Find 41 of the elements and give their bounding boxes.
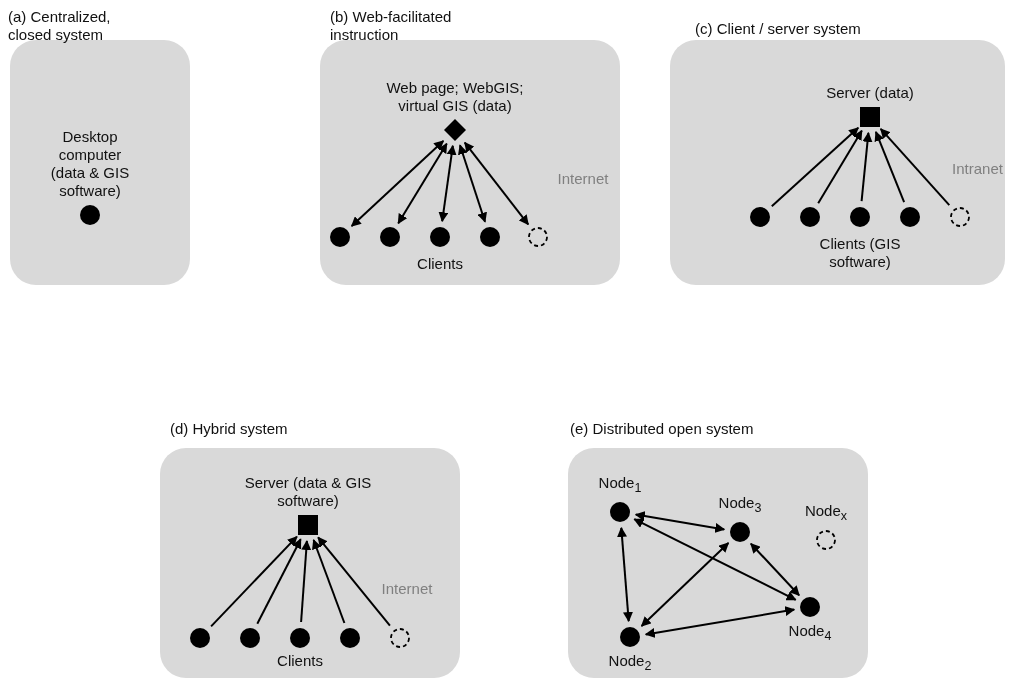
arrow: [633, 518, 797, 601]
arrow: [879, 127, 951, 207]
arrow: [256, 538, 302, 625]
arrow: [617, 526, 633, 623]
arrow: [463, 141, 530, 226]
panel-heading: (b) Web-facilitated instruction: [330, 8, 453, 44]
arrow: [644, 606, 796, 638]
network-label: Intranet: [951, 160, 1004, 178]
arrow: [317, 536, 391, 627]
arrow: [210, 535, 298, 628]
panel-heading: (d) Hybrid system: [170, 420, 289, 438]
arrow: [770, 126, 860, 208]
network-label: Internet: [556, 170, 610, 188]
group-label: Clients: [416, 255, 464, 273]
arrow: [749, 542, 801, 597]
node-label: Server (data & GIS software): [243, 474, 373, 510]
arrow: [397, 142, 448, 225]
arrow: [458, 144, 487, 223]
node-label: Web page; WebGIS; virtual GIS (data): [385, 79, 525, 115]
node-label: Node$_{2}$: [607, 652, 653, 675]
group-label: Clients: [276, 652, 324, 670]
arrow: [817, 129, 863, 205]
network-label: Internet: [380, 580, 434, 598]
node-label: Node$_{x}$: [803, 502, 849, 525]
arrow: [438, 144, 457, 223]
panel-heading: (c) Client / server system: [695, 20, 862, 38]
panel-heading: (a) Centralized, closed system: [8, 8, 112, 44]
group-label: Clients (GIS software): [818, 235, 902, 271]
arrow: [874, 130, 906, 204]
node-label: Server (data): [825, 84, 915, 102]
arrow: [312, 539, 346, 624]
arrow: [634, 511, 726, 533]
panel-heading: (e) Distributed open system: [570, 420, 755, 438]
node-label: Node$_{3}$: [717, 494, 763, 517]
arrow: [640, 542, 730, 627]
arrow: [350, 139, 445, 228]
node-label: Node$_{4}$: [787, 622, 833, 645]
node-label: Node$_{1}$: [597, 474, 643, 497]
node-label: Desktop computer (data & GIS software): [49, 128, 131, 200]
arrow: [300, 540, 312, 623]
arrow: [860, 131, 873, 203]
